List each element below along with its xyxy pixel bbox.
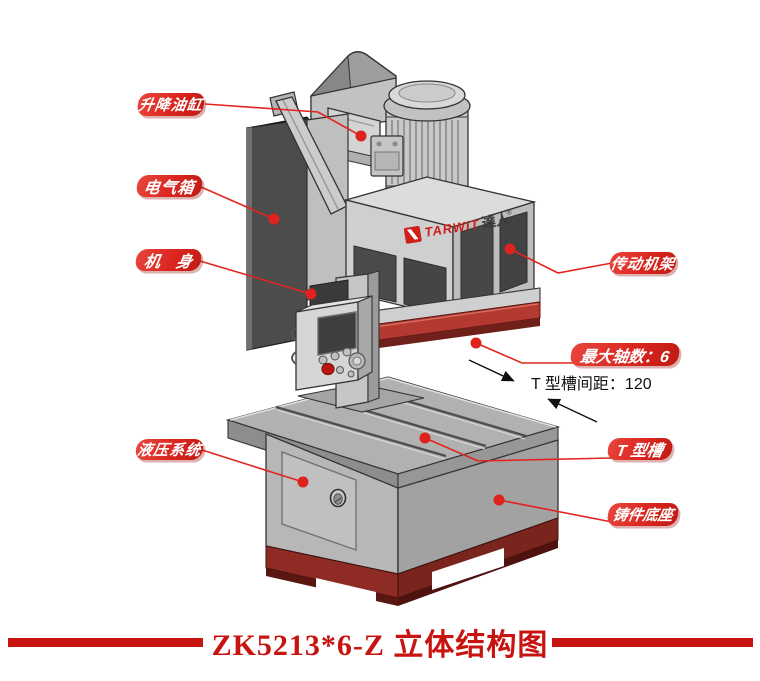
callout-badge-lifting-cylinder: 升降油缸: [136, 93, 206, 116]
brand-logo-cn: 達人: [481, 210, 512, 230]
callout-line-max-spindles: [475, 342, 574, 364]
t-slot-spacing-note: T 型槽间距：120: [531, 376, 652, 393]
callout-line-transmission-frame: [509, 248, 613, 274]
brand-logo: TARWIT 達人 ®: [403, 208, 513, 244]
callout-line-t-slot: [424, 437, 613, 462]
title-bar-left: [8, 638, 203, 647]
hydraulic-door: [281, 451, 357, 551]
callout-dot-hydraulic-system: [297, 476, 309, 488]
callout-line-machine-body: [199, 260, 312, 295]
callout-badge-hydraulic-system: 液压系统: [134, 439, 205, 460]
callout-dot-cast-base: [493, 494, 505, 506]
t-slot-spacing-arrows: [468, 359, 598, 423]
pendant-buttons: [318, 347, 366, 378]
hydraulic-gauge: [329, 488, 347, 508]
pendant-red-button: [321, 362, 335, 376]
callout-dot-electrical-box: [268, 213, 280, 225]
callout-dot-max-spindles: [470, 337, 482, 349]
callout-dots: [268, 130, 516, 506]
callout-badge-machine-body: 机 身: [134, 249, 203, 271]
pendant-screen: [317, 311, 357, 356]
callout-badge-cast-base: 铸件底座: [606, 503, 680, 526]
callout-dot-lifting-cylinder: [355, 130, 367, 142]
callout-lines: [199, 103, 613, 523]
brand-reg-mark: ®: [506, 208, 513, 217]
callout-line-electrical-box: [200, 186, 275, 220]
machine-spindle-box-band: [364, 287, 541, 350]
callout-badge-electrical-box: 电气箱: [135, 175, 204, 197]
base-red-plinth: [265, 517, 559, 610]
callout-line-cast-base: [498, 499, 613, 523]
callout-line-lifting-cylinder: [204, 103, 362, 137]
callout-line-hydraulic-system: [201, 449, 304, 483]
callout-dot-machine-body: [305, 288, 317, 300]
motor-junction-box: [370, 135, 404, 177]
machine-base-cabinet: [265, 433, 559, 610]
callout-dot-transmission-frame: [504, 243, 516, 255]
machine-control-pendant: [291, 279, 373, 391]
title-bar-right: [552, 638, 753, 647]
page-title: ZK5213*6-Z 立体结构图: [211, 629, 549, 662]
callout-badge-max-spindle-count: 最大轴数：6: [569, 343, 681, 366]
callout-badge-transmission-frame: 传动机架: [608, 252, 678, 274]
callout-dot-t-slot: [419, 432, 431, 444]
callout-badge-t-slot: T 型槽: [606, 438, 674, 460]
